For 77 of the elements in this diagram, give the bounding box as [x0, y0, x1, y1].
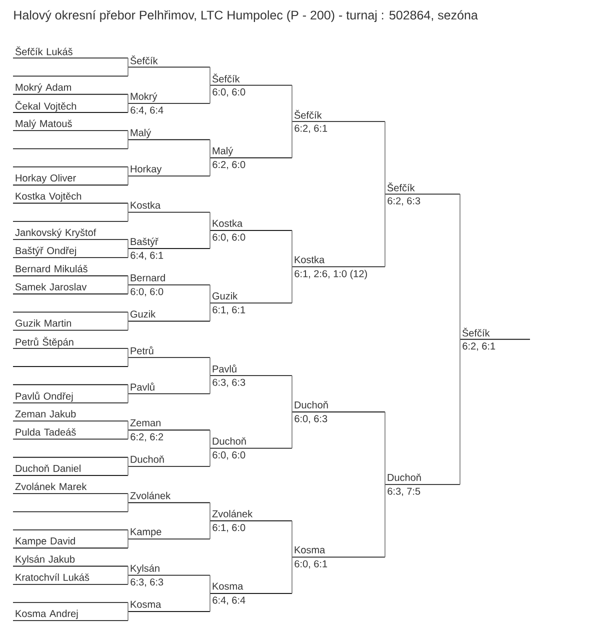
bracket-slot: Petrů [128, 346, 210, 358]
bracket-slot: Zeman Jakub [12, 410, 128, 422]
bracket-slot: Horkay Oliver [12, 174, 128, 186]
bracket-slot: Kylsán Jakub [12, 555, 128, 567]
score-text: 6:0, 6:0 [212, 88, 246, 97]
score-text: 6:2, 6:2 [130, 433, 164, 442]
bracket-slot: Kostka [210, 220, 292, 231]
score-text: 6:3, 7:5 [388, 488, 420, 496]
bracket-slot: Kostka [292, 256, 386, 268]
bracket-slot: Kosma Andrej [12, 610, 128, 622]
bracket-slot: Samek Jaroslav [12, 283, 128, 294]
bracket-slot: Duchoň [384, 474, 460, 485]
bracket-slot: Šefčík [384, 182, 460, 195]
bracket-slot: Kosma [210, 582, 292, 594]
bracket-slot: Pavlů [128, 382, 210, 394]
bracket-slot: Malý [128, 128, 210, 140]
bracket-slot: Šefčík [292, 110, 386, 122]
score-text: 6:3, 6:3 [130, 578, 164, 587]
bracket-slot: Malý Matouš [12, 120, 128, 132]
bracket-connector [384, 121, 386, 195]
bracket-slot: Kampe [128, 528, 210, 540]
bracket-slot: Kostka Vojtěch [12, 192, 128, 204]
score-text: 6:1, 6:0 [212, 524, 246, 532]
score-text: 6:2, 6:1 [462, 342, 496, 351]
score-text: 6:4, 6:1 [130, 252, 164, 260]
title: Halový okresní přebor Pelhřimov, LTC Humpolec (P - 200) - turnaj : 502864, sezóna [14, 10, 478, 22]
bracket-slot: Pavlů [210, 364, 292, 376]
bracket-slot: Pulda Tadeáš [12, 428, 128, 440]
bracket-slot: Šefčík Lukáš [12, 46, 128, 58]
bracket-slot: Kosma [292, 546, 386, 558]
bracket-slot: Mokrý [128, 92, 210, 104]
bracket-slot: Horkay [128, 165, 210, 176]
bracket-slot: Kylsán [128, 564, 210, 576]
bracket-slot: Kostka [128, 201, 210, 213]
score-text: 6:0, 6:0 [212, 451, 246, 460]
bracket-slot: Zeman [128, 419, 210, 430]
bracket-slot: Baštýř [128, 238, 210, 249]
bracket-slot: Malý [210, 146, 292, 158]
score-text: 6:0, 6:0 [130, 288, 164, 296]
bracket-slot: Duchoň [210, 437, 292, 449]
score-text: 6:0, 6:0 [212, 234, 246, 242]
bracket-slot: Zvolánek Marek [12, 482, 128, 494]
score-text: 6:0, 6:1 [294, 560, 328, 569]
bracket-slot: Šefčík [460, 328, 530, 340]
bracket-slot: Zvolánek [128, 492, 210, 504]
bracket-slot: Kratochvíl Lukáš [12, 573, 128, 585]
bracket-slot: Jankovský Kryštof [12, 228, 128, 240]
bracket-slot: Pavlů Ondřej [12, 392, 128, 404]
bracket-slot: Čekal Vojtěch [12, 100, 128, 113]
bracket-slot: Bernard Mikuláš [12, 264, 128, 276]
bracket-slot: Zvolánek [210, 510, 292, 522]
bracket-connector [384, 484, 386, 558]
bracket-slot: Duchoň [292, 401, 386, 412]
score-text: 6:3, 6:3 [212, 378, 246, 388]
bracket-connector [384, 194, 386, 268]
bracket-slot: Kampe David [12, 537, 128, 548]
bracket-slot: Guzik [128, 310, 210, 322]
score-text: 6:2, 6:1 [294, 124, 328, 133]
bracket-slot: Guzik [210, 292, 292, 304]
score-text: 6:2, 6:0 [212, 161, 246, 170]
bracket-slot: Petrů Štěpán [12, 336, 128, 349]
score-text: 6:4, 6:4 [212, 596, 246, 605]
bracket-slot: Baštýř Ondřej [12, 246, 128, 258]
bracket-slot: Kosma [128, 600, 210, 612]
bracket-slot: Guzik Martin [12, 319, 128, 331]
score-text: 6:2, 6:3 [388, 197, 420, 206]
bracket-slot: Šefčík [210, 74, 292, 86]
score-text: 6:0, 6:3 [294, 415, 328, 424]
bracket-slot: Bernard [128, 274, 210, 286]
bracket-slot: Duchoň Daniel [12, 464, 128, 476]
score-text: 6:1, 2:6, 1:0 (12) [294, 270, 367, 280]
bracket-slot: Šefčík [128, 55, 210, 68]
bracket-slot: Duchoň [128, 456, 210, 467]
bracket-connector [384, 412, 386, 485]
score-text: 6:1, 6:1 [212, 306, 246, 314]
score-text: 6:4, 6:4 [130, 106, 164, 115]
bracket-slot: Mokrý Adam [12, 83, 128, 95]
